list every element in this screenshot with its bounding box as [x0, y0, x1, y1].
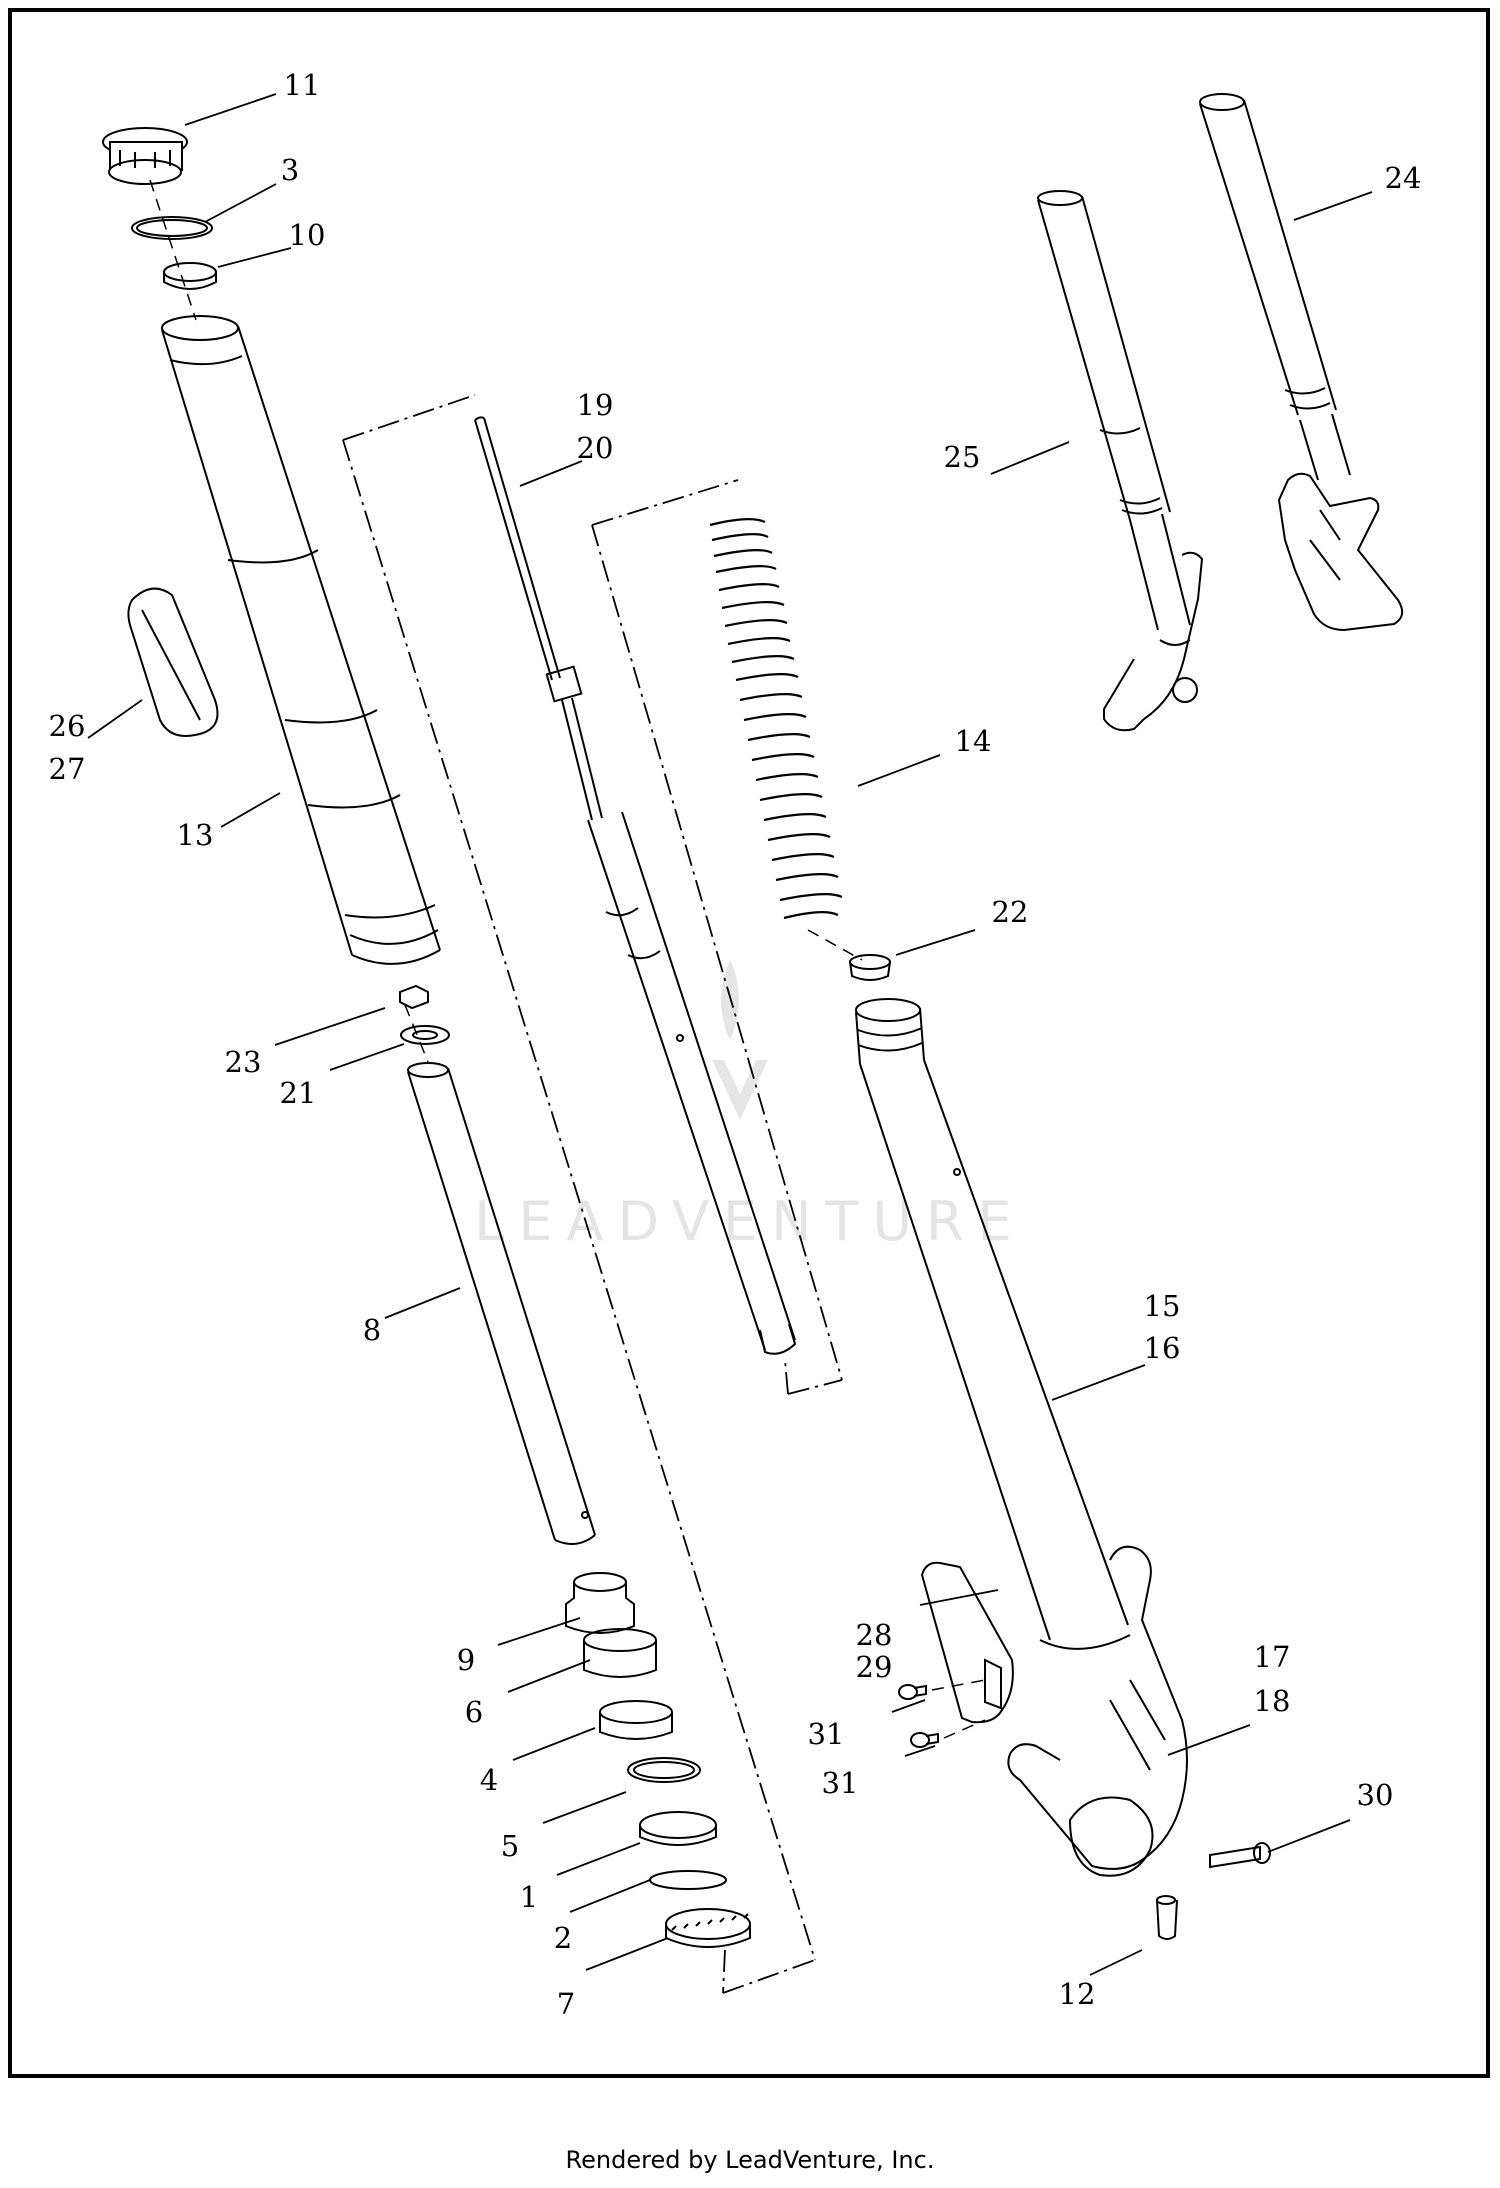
callout-11: 11 — [284, 68, 321, 102]
diagram-frame — [8, 8, 1490, 2078]
footer-credit: Rendered by LeadVenture, Inc. — [565, 2146, 935, 2174]
callout-5: 5 — [501, 1829, 519, 1863]
callout-15: 15 — [1144, 1289, 1181, 1323]
callout-26: 26 — [49, 709, 86, 743]
washer-part — [400, 1025, 450, 1045]
assembly-boundaries — [342, 394, 843, 1994]
axis-lines — [149, 179, 986, 1739]
callout-31-upper: 31 — [808, 1717, 845, 1751]
callout-30: 30 — [1357, 1778, 1394, 1812]
spacer-part — [849, 954, 891, 981]
callout-28: 28 — [856, 1618, 893, 1652]
callout-17: 17 — [1254, 1640, 1291, 1674]
callout-16: 16 — [1144, 1331, 1181, 1365]
callout-20: 20 — [577, 431, 614, 465]
bolt-part — [1209, 1842, 1271, 1869]
leader-lines — [87, 93, 1373, 1976]
callout-12: 12 — [1059, 1977, 1096, 2011]
callout-10: 10 — [289, 218, 326, 252]
callout-14: 14 — [955, 724, 992, 758]
tube-part — [407, 1062, 596, 1545]
plug-part — [127, 587, 219, 737]
damper-rod-part — [474, 416, 797, 1355]
callout-29: 29 — [856, 1650, 893, 1684]
fork-cap-part — [102, 127, 188, 185]
outer-tube-part — [161, 315, 441, 965]
callout-18: 18 — [1254, 1684, 1291, 1718]
callout-3: 3 — [281, 153, 299, 187]
callout-1: 1 — [520, 1880, 538, 1914]
watermark-text: LEADVENTURE — [474, 1190, 1025, 1253]
callout-labels: 11 3 10 19 20 24 25 26 27 13 14 22 23 21… — [49, 68, 1422, 2021]
callout-13: 13 — [177, 818, 214, 852]
callout-27: 27 — [49, 752, 86, 786]
small-nut-part — [399, 984, 429, 1010]
bushing-stack — [565, 1572, 751, 1948]
callout-31-lower: 31 — [822, 1766, 859, 1800]
lower-leg-part — [855, 998, 1188, 1877]
callout-22: 22 — [992, 895, 1029, 929]
callout-8: 8 — [363, 1313, 381, 1347]
callout-9: 9 — [457, 1643, 475, 1677]
spring-part — [709, 518, 843, 920]
watermark: LEADVENTURE — [474, 960, 1025, 1253]
screw-part — [898, 1684, 939, 1748]
callout-4: 4 — [480, 1763, 498, 1797]
callout-2: 2 — [554, 1921, 572, 1955]
callout-19: 19 — [577, 388, 614, 422]
assembled-fork-2-part — [1199, 93, 1404, 632]
callout-24: 24 — [1385, 161, 1422, 195]
guard-part — [920, 1561, 1014, 1724]
callout-23: 23 — [225, 1045, 262, 1079]
callout-6: 6 — [465, 1695, 483, 1729]
pin-part — [1156, 1895, 1178, 1940]
assembled-fork-part — [1037, 190, 1204, 732]
callout-21: 21 — [280, 1076, 317, 1110]
callout-7: 7 — [557, 1987, 575, 2021]
o-ring-part — [131, 216, 213, 240]
callout-25: 25 — [944, 440, 981, 474]
nut-part — [163, 262, 217, 290]
